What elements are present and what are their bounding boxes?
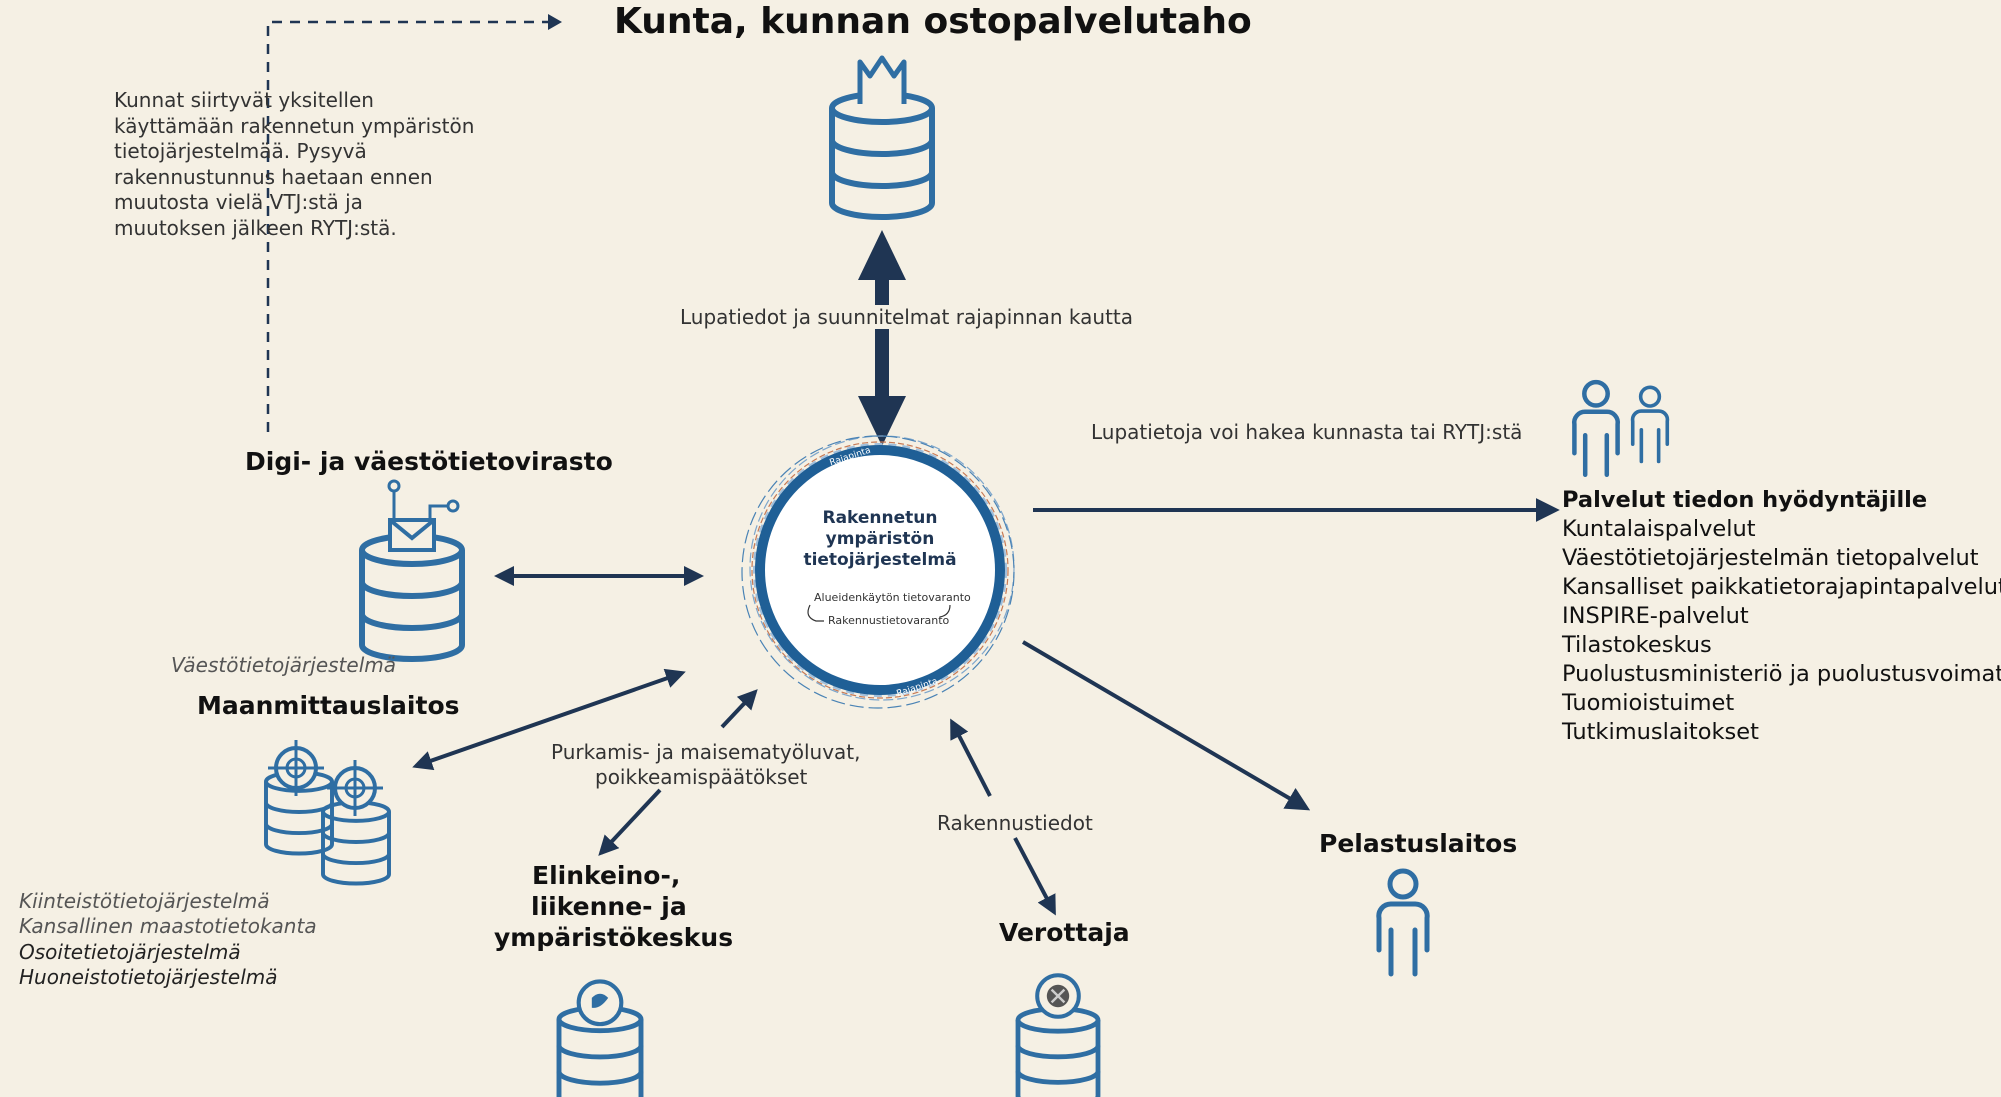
service-item: Väestötietojärjestelmän tietopalvelut (1562, 545, 1979, 571)
services-people-icon (1574, 382, 1670, 475)
ely-database-icon (559, 979, 641, 1097)
arrow-mml (412, 668, 686, 771)
arrow-verottaja-b (1013, 837, 1056, 916)
note-text: Kunnat siirtyvät yksitellen käyttämään r… (114, 88, 475, 240)
pelastus-name: Pelastuslaitos (1319, 829, 1518, 858)
ely-name-3: ympäristökeskus (494, 923, 734, 952)
center-sub-1: Alueidenkäytön tietovaranto (814, 591, 971, 604)
edge-label-rakennustiedot: Rakennustiedot (937, 811, 1093, 835)
edge-label-purkamis-1: Purkamis- ja maisematyöluvat, (551, 740, 861, 764)
service-item: Kansalliset paikkatietorajapintapalvelut (1562, 574, 2001, 600)
dashed-arrowhead (548, 14, 562, 30)
page-title: Kunta, kunnan ostopalvelutaho (614, 1, 1252, 42)
mml-system-4: Huoneistotietojärjestelmä (19, 965, 278, 989)
service-item: INSPIRE-palvelut (1562, 603, 1749, 629)
services-list: Palvelut tiedon hyödyntäjille Kuntalaisp… (1562, 486, 2001, 747)
verottaja-database-icon (1018, 973, 1098, 1097)
edge-label-purkamis-2: poikkeamispäätökset (595, 765, 808, 789)
verottaja-name: Verottaja (999, 918, 1130, 947)
ely-name-2: liikenne- ja (531, 892, 687, 921)
mml-name: Maanmittauslaitos (197, 691, 460, 720)
center-system-icon (741, 435, 1015, 709)
dvv-database-icon (362, 479, 462, 659)
service-item: Tilastokeskus (1562, 632, 1712, 658)
arrow-ely-a (720, 689, 758, 729)
mml-system-2: Kansallinen maastotietokanta (19, 914, 317, 938)
service-item: Tutkimuslaitokset (1562, 719, 1759, 745)
mml-database-icon (264, 740, 391, 886)
service-item: Tuomioistuimet (1562, 690, 1735, 716)
dvv-system: Väestötietojärjestelmä (171, 653, 396, 677)
edge-label-lupatietoja: Lupatietoja voi hakea kunnasta tai RYTJ:… (1091, 420, 1523, 444)
mml-system-3: Osoitetietojärjestelmä (19, 940, 241, 964)
center-sub-2: Rakennustietovaranto (828, 614, 950, 627)
arrow-ely-b (598, 788, 662, 856)
arrow-pelastus (1021, 640, 1311, 811)
mml-system-1: Kiinteistötietojärjestelmä (19, 889, 270, 913)
center-title: Rakennetun ympäristön tietojärjestelmä (803, 508, 957, 570)
kunta-database-icon (832, 55, 932, 217)
dvv-name: Digi- ja väestötietovirasto (245, 447, 613, 476)
kunta-thick-arrow (858, 230, 906, 446)
center-sub-arrow-left (807, 604, 824, 622)
ely-name-1: Elinkeino-, (532, 861, 681, 890)
service-item: Kuntalaispalvelut (1562, 516, 1756, 542)
center-sub-arrow-right (939, 604, 951, 618)
services-title: Palvelut tiedon hyödyntäjille (1562, 487, 1928, 513)
edge-label-lupatiedot: Lupatiedot ja suunnitelmat rajapinnan ka… (678, 305, 1136, 329)
pelastus-person-icon (1379, 871, 1427, 974)
service-item: Puolustusministeriö ja puolustusvoimat (1562, 661, 2001, 687)
arrow-verottaja-a (950, 718, 992, 797)
